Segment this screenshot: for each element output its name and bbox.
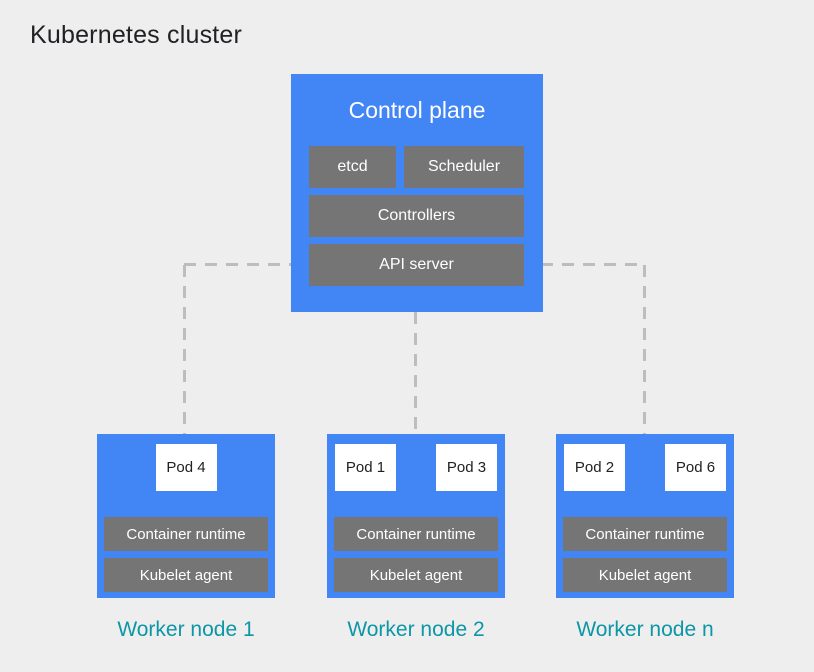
- api-server-box: API server: [309, 244, 524, 286]
- worker-node-2-label: Worker node 2: [347, 618, 485, 641]
- worker-node-1-label: Worker node 1: [117, 618, 255, 641]
- worker-node-2-box: Pod 1 Pod 3 Container runtime Kubelet ag…: [327, 434, 505, 598]
- pod-2-box: Pod 2: [564, 444, 625, 491]
- pod-3-box: Pod 3: [436, 444, 497, 491]
- pod-6-box: Pod 6: [665, 444, 726, 491]
- worker-node-1-box: Pod 4 Container runtime Kubelet agent: [97, 434, 275, 598]
- connector-vertical-worker1: [183, 265, 186, 434]
- worker-node-n-label: Worker node n: [576, 618, 714, 641]
- control-plane-components: etcd Scheduler Controllers API server: [309, 146, 524, 286]
- worker-node-n-pods: Pod 2 Pod 6: [556, 434, 734, 491]
- scheduler-box: Scheduler: [404, 146, 524, 188]
- diagram-title: Kubernetes cluster: [30, 21, 243, 49]
- control-plane-box: Control plane etcd Scheduler Controllers…: [291, 74, 543, 312]
- worker-node-2-pods: Pod 1 Pod 3: [327, 434, 505, 491]
- control-plane-title: Control plane: [348, 97, 486, 123]
- worker-node-1-kubelet-agent-box: Kubelet agent: [104, 558, 268, 592]
- worker-node-n-kubelet-agent-box: Kubelet agent: [563, 558, 727, 592]
- worker-node-n-container-runtime-box: Container runtime: [563, 517, 727, 551]
- etcd-box: etcd: [309, 146, 396, 188]
- control-plane-row-1: etcd Scheduler: [309, 146, 524, 188]
- worker-node-1-pods: Pod 4: [97, 434, 275, 491]
- worker-node-1-container-runtime-box: Container runtime: [104, 517, 268, 551]
- connector-vertical-workern: [643, 265, 646, 434]
- controllers-box: Controllers: [309, 195, 524, 237]
- pod-1-box: Pod 1: [335, 444, 396, 491]
- worker-node-2-container-runtime-box: Container runtime: [334, 517, 498, 551]
- pod-4-box: Pod 4: [155, 444, 217, 491]
- worker-node-n-box: Pod 2 Pod 6 Container runtime Kubelet ag…: [556, 434, 734, 598]
- connector-vertical-worker2: [414, 312, 417, 434]
- worker-node-2-kubelet-agent-box: Kubelet agent: [334, 558, 498, 592]
